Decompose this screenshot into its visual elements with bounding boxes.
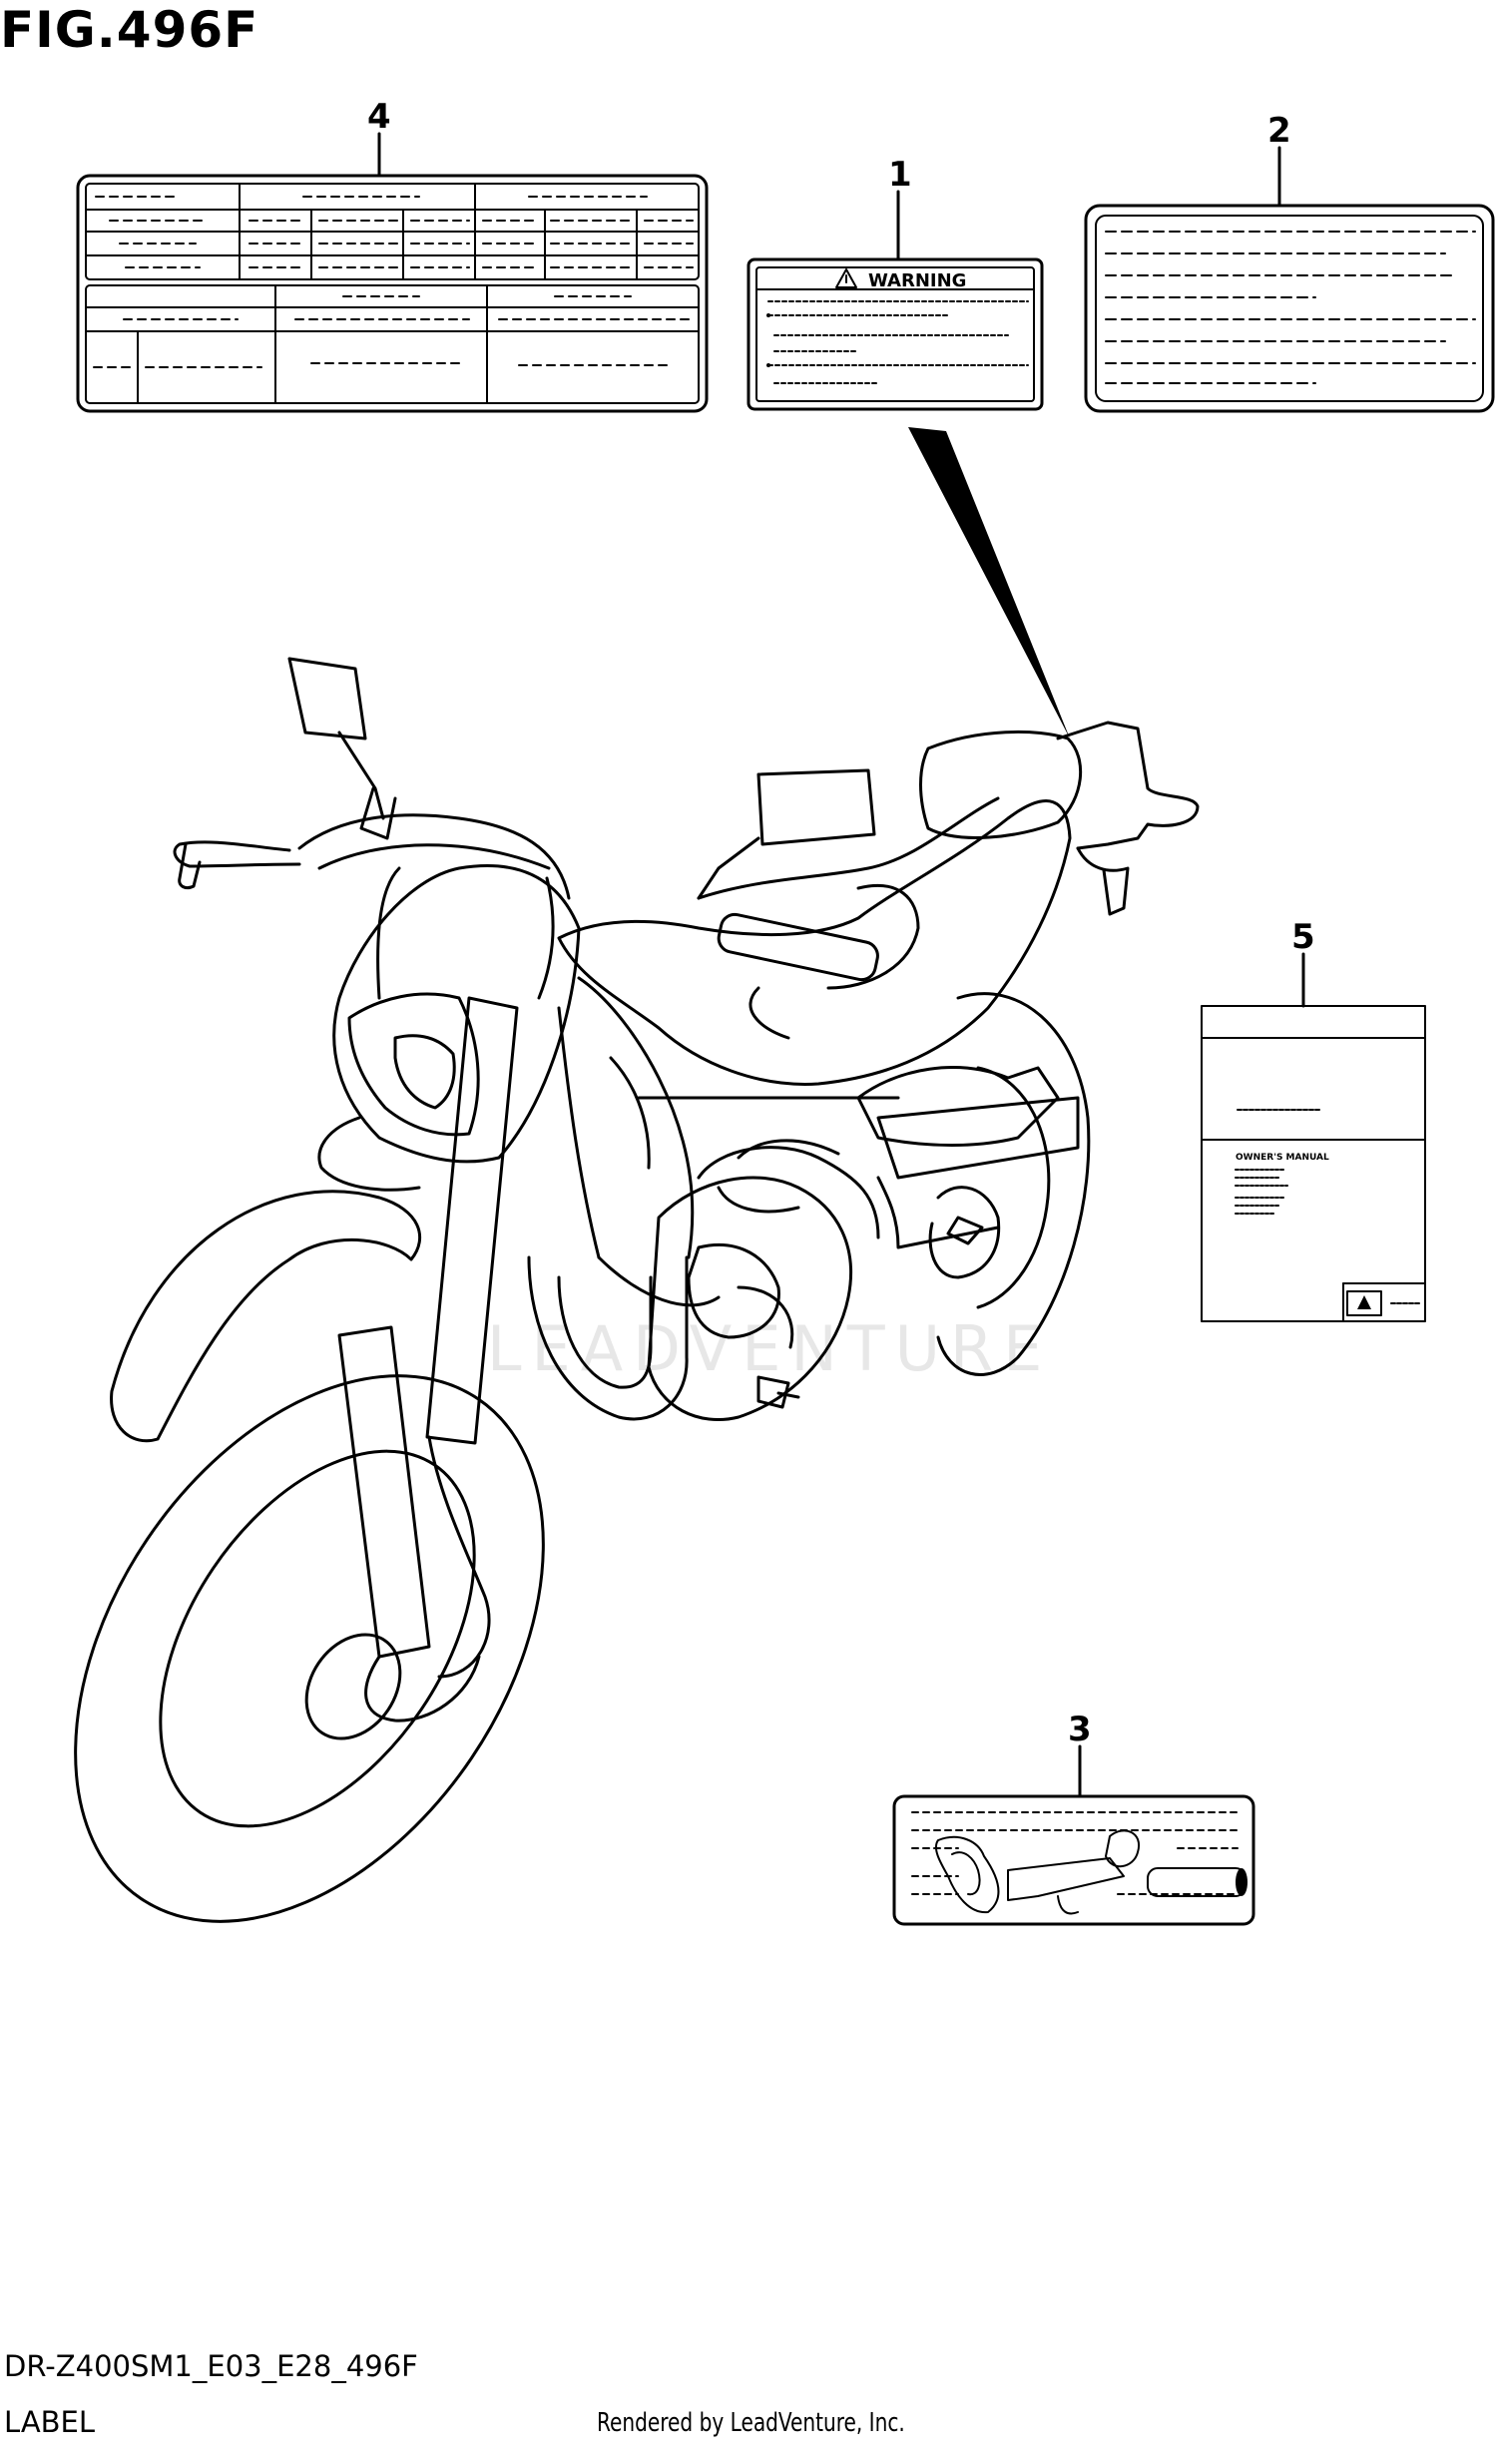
- label-2-info-label[interactable]: [1084, 204, 1495, 413]
- section-name: LABEL: [4, 2405, 96, 2439]
- label-5-owners-manual[interactable]: OWNER'S MANUAL: [1201, 1005, 1426, 1322]
- owners-manual-text: OWNER'S MANUAL: [1236, 1153, 1329, 1163]
- label-4-spec-label[interactable]: [76, 174, 709, 413]
- label-3-exhaust-label[interactable]: [892, 1794, 1255, 1926]
- rendered-by-credit: Rendered by LeadVenture, Inc.: [597, 2408, 905, 2438]
- model-code: DR-Z400SM1_E03_E28_496F: [4, 2349, 418, 2383]
- callout-3: 3: [1068, 1710, 1092, 1798]
- warning-heading: WARNING: [868, 270, 966, 291]
- svg-text:1: 1: [888, 155, 912, 195]
- callout-5: 5: [1291, 917, 1315, 1008]
- svg-text:3: 3: [1068, 1710, 1092, 1749]
- svg-text:5: 5: [1291, 917, 1315, 957]
- figure-title: FIG.496F: [0, 1, 259, 59]
- callout-4: 4: [367, 97, 391, 178]
- motorcycle-illustration: [74, 657, 1200, 1923]
- callout-1: 1: [888, 155, 912, 261]
- svg-text:2: 2: [1267, 111, 1291, 151]
- callout-2: 2: [1267, 111, 1291, 208]
- warning-label-pointer: [908, 427, 1070, 739]
- label-1-warning-label[interactable]: WARNING: [747, 257, 1044, 411]
- svg-text:4: 4: [367, 97, 391, 137]
